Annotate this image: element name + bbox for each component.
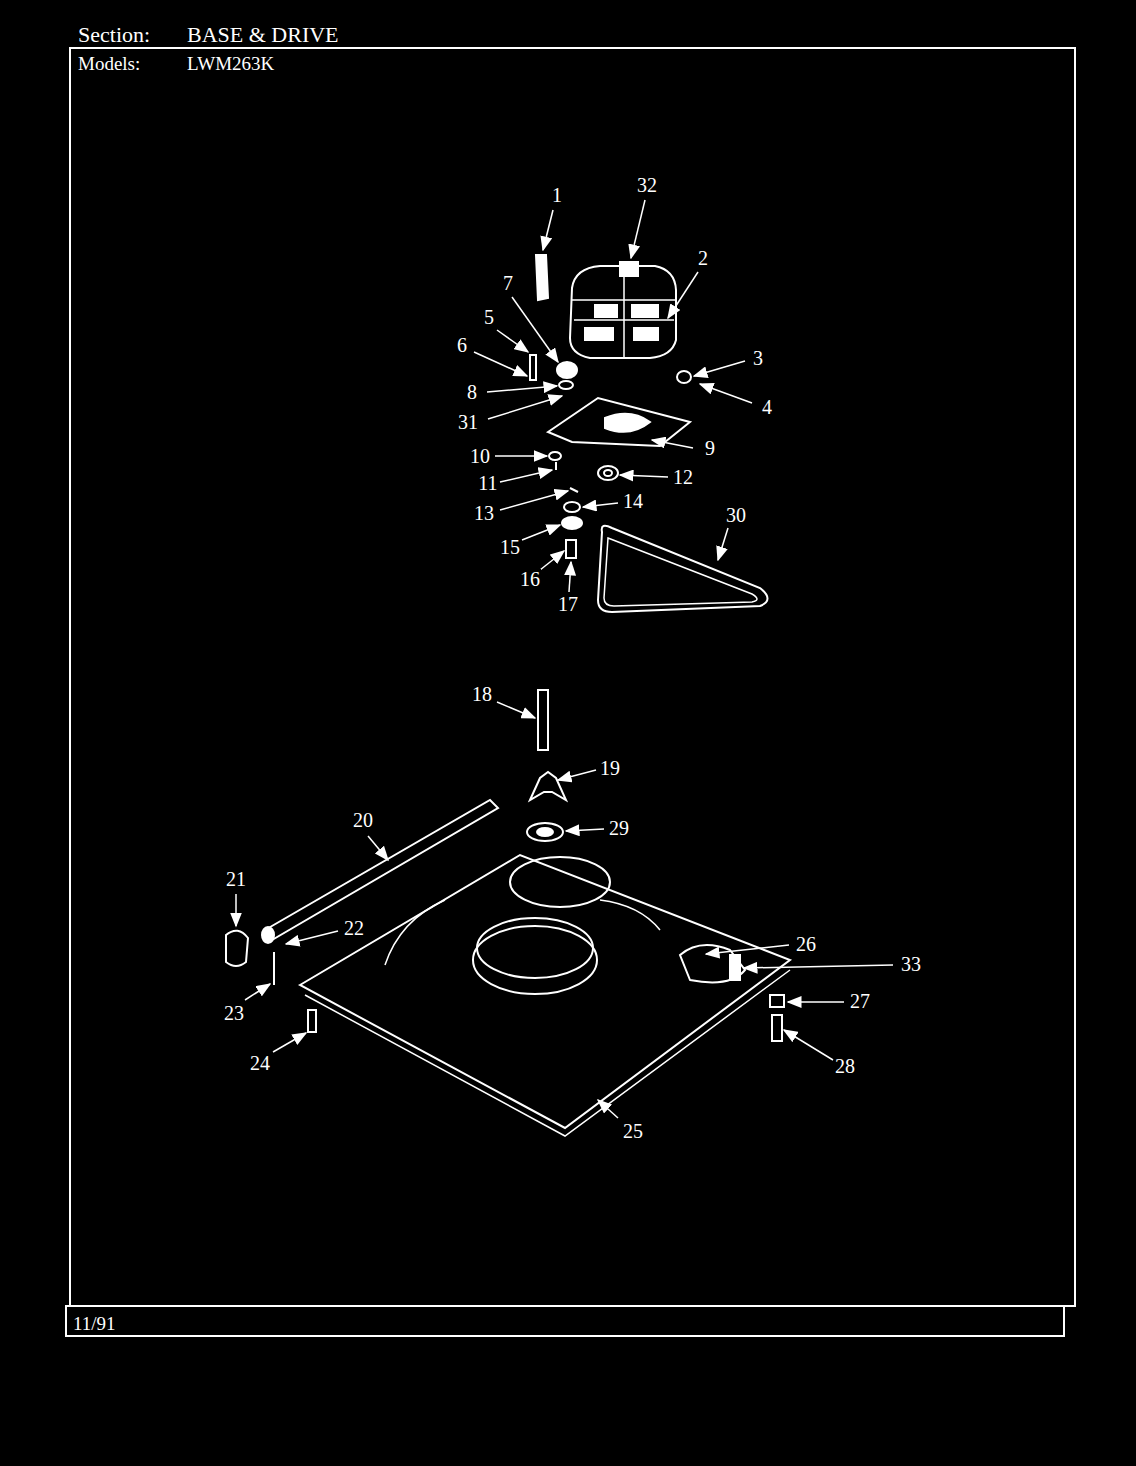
callout-number: 21: [225, 869, 247, 889]
callout-number: 7: [502, 273, 514, 293]
callout-number: 32: [636, 175, 658, 195]
section-label: Section:: [77, 24, 151, 46]
callout-number: 33: [900, 954, 922, 974]
models-label: Models:: [77, 54, 141, 73]
callout-number: 19: [599, 758, 621, 778]
callout-number: 25: [622, 1121, 644, 1141]
callout-number: 18: [471, 684, 493, 704]
callout-number: 13: [473, 503, 495, 523]
callout-number: 11: [477, 473, 498, 493]
callout-number: 28: [834, 1056, 856, 1076]
section-name: BASE & DRIVE: [186, 24, 340, 46]
callout-number: 10: [469, 446, 491, 466]
callout-number: 6: [456, 335, 468, 355]
callout-number: 26: [795, 934, 817, 954]
callout-number: 31: [457, 412, 479, 432]
callout-number: 29: [608, 818, 630, 838]
callout-number: 16: [519, 569, 541, 589]
callout-number: 9: [704, 438, 716, 458]
callout-number: 2: [697, 248, 709, 268]
callout-number: 30: [725, 505, 747, 525]
callout-number: 3: [752, 348, 764, 368]
callout-number: 8: [466, 382, 478, 402]
callout-number: 17: [557, 594, 579, 614]
rod: [265, 800, 498, 940]
model-number: LWM263K: [186, 54, 275, 73]
callout-number: 5: [483, 307, 495, 327]
base-plate: [300, 855, 790, 1128]
page-frame: [70, 48, 1075, 1306]
footer-frame: [66, 1306, 1064, 1336]
motor-plate: [548, 398, 690, 446]
callout-number: 14: [622, 491, 644, 511]
drive-belt: [598, 526, 768, 612]
callout-number: 20: [352, 810, 374, 830]
callout-number: 22: [343, 918, 365, 938]
date-code: 11/91: [72, 1314, 117, 1333]
callout-number: 15: [499, 537, 521, 557]
callout-number: 4: [761, 397, 773, 417]
callout-number: 23: [223, 1003, 245, 1023]
callout-number: 24: [249, 1053, 271, 1073]
callout-number: 12: [672, 467, 694, 487]
callout-number: 27: [849, 991, 871, 1011]
leader-lines: [236, 200, 893, 1118]
callout-number: 1: [551, 185, 563, 205]
motor: [570, 266, 676, 358]
